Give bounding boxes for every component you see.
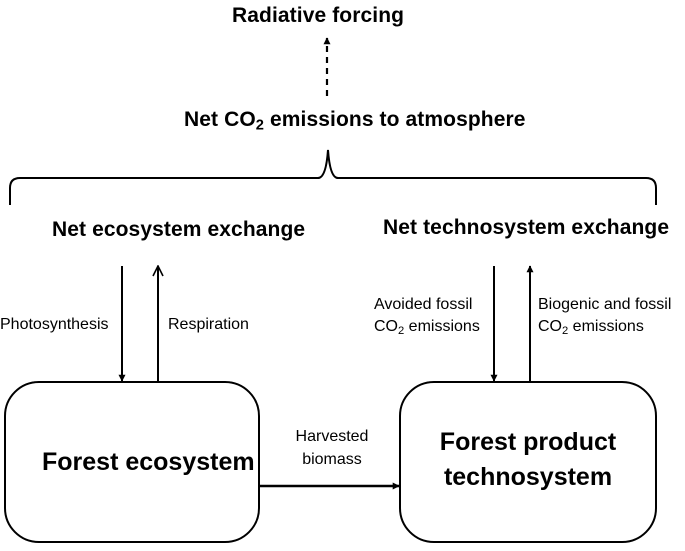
forest-ecosystem-box [4, 381, 260, 543]
net-technosystem-exchange-heading: Net technosystem exchange [383, 216, 670, 239]
biogenic-fossil-line2: CO2 emissions [538, 318, 644, 338]
harvested-line2: biomass [302, 451, 362, 469]
net-co2-emissions-label: Net CO2 emissions to atmosphere [184, 108, 526, 134]
biogenic-fossil-line1: Biogenic and fossil [538, 296, 672, 313]
emissions-brace [9, 149, 657, 205]
forest-product-technosystem-label: Forest product technosystem [400, 428, 656, 492]
biogenic-fossil-co2-label: Biogenic and fossil CO2 emissions [538, 296, 671, 337]
harvested-biomass-label: Harvested biomass [268, 428, 396, 470]
avoided-fossil-co2-label: Avoided fossil CO2 emissions [374, 296, 480, 337]
respiration-label: Respiration [168, 316, 249, 333]
net-co2-suffix: emissions to atmosphere [264, 108, 526, 131]
net-co2-subscript: 2 [255, 117, 265, 134]
forest-product-line2: technosystem [443, 462, 613, 491]
net-ecosystem-exchange-heading: Net ecosystem exchange [52, 218, 306, 241]
radiative-forcing-label: Radiative forcing [232, 4, 405, 27]
net-co2-prefix: Net CO [184, 108, 256, 131]
forest-ecosystem-label: Forest ecosystem [42, 448, 255, 476]
forest-product-line1: Forest product [439, 428, 617, 456]
avoided-fossil-line1: Avoided fossil [374, 296, 473, 313]
photosynthesis-label: Photosynthesis [0, 316, 109, 333]
avoided-fossil-line2: CO2 emissions [374, 318, 480, 338]
forest-product-technosystem-box [399, 381, 657, 543]
harvested-line1: Harvested [295, 428, 369, 445]
